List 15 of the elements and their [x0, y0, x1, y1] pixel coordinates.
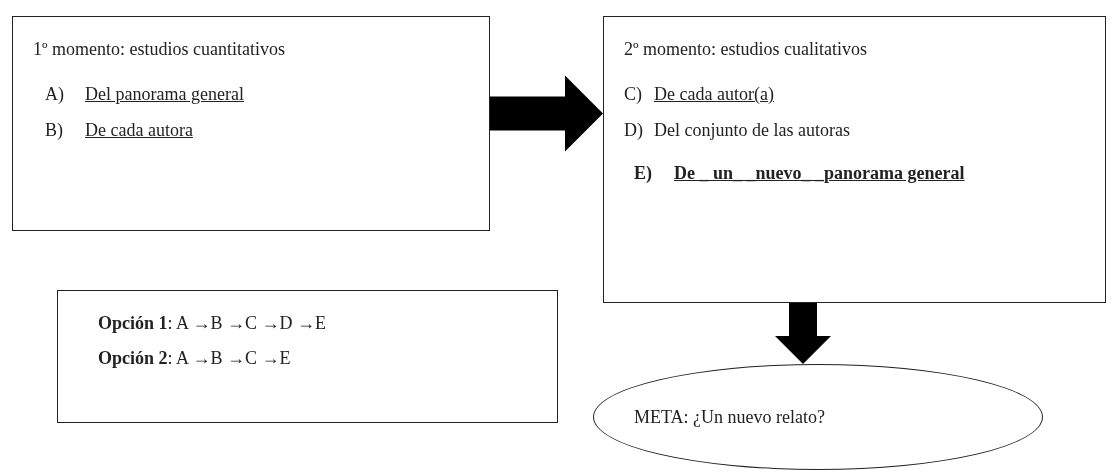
- list-item: C) De cada autor(a): [624, 83, 775, 106]
- option-text: Opción 2: A →B →C →E: [98, 348, 292, 369]
- block-arrow: [775, 303, 831, 364]
- text-box: [12, 16, 490, 231]
- text-box: [603, 16, 1106, 303]
- block-arrow: [490, 75, 603, 152]
- list-item: B) De cada autora: [45, 119, 194, 142]
- list-item: D) Del conjunto de las autoras: [624, 119, 851, 142]
- option-text: Opción 1: A →B →C →D →E: [98, 313, 328, 334]
- list-item: E) De _ un_ _nuevo_ _panorama general: [634, 162, 966, 185]
- box-heading: 1º momento: estudios cuantitativos: [33, 39, 287, 60]
- list-item: A) Del panorama general: [45, 83, 245, 106]
- text-box: [57, 290, 558, 423]
- box-heading: 2º momento: estudios cualitativos: [624, 39, 869, 60]
- option-text: META: ¿Un nuevo relato?: [634, 406, 826, 428]
